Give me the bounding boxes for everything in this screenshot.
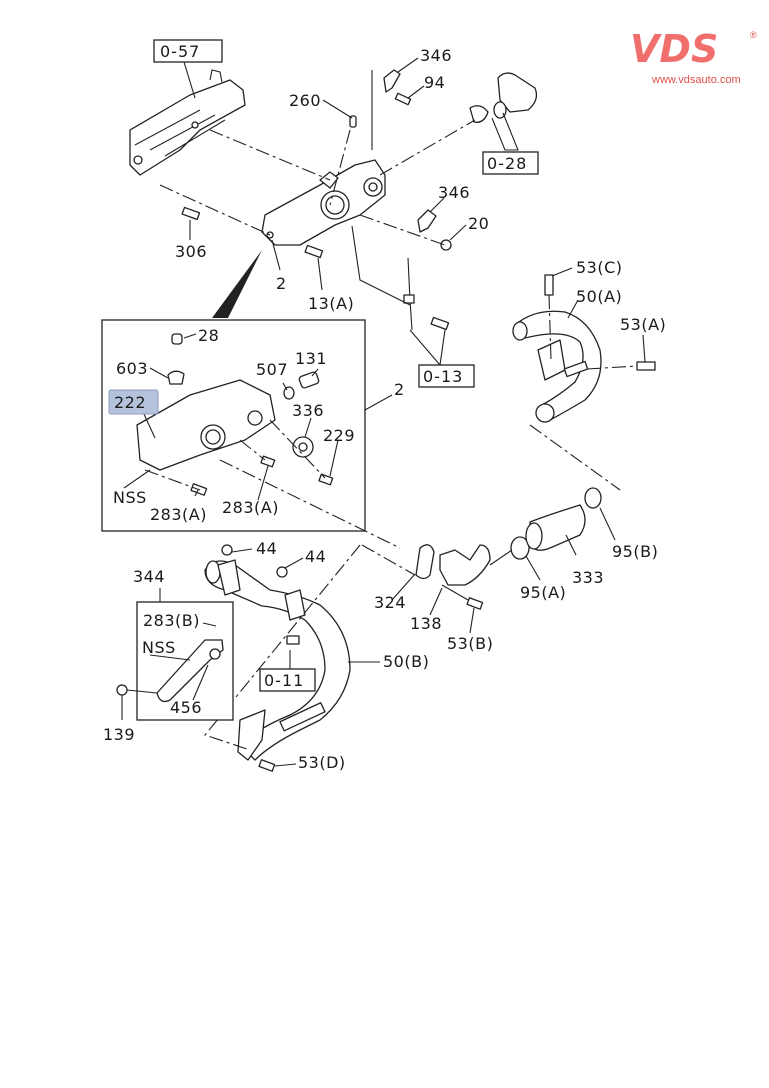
part-label-507[interactable]: 507: [256, 360, 288, 379]
part-label-456[interactable]: 456: [170, 698, 202, 717]
logo-brand: VDS: [630, 27, 718, 71]
part-label-333[interactable]: 333: [572, 568, 604, 587]
part-label-44[interactable]: 44: [305, 547, 326, 566]
throttle-body-drawing: [261, 159, 386, 246]
alignment-lines-top: [159, 70, 476, 306]
elbow-hose-drawing: [415, 487, 602, 610]
part-label-306[interactable]: 306: [175, 242, 207, 261]
bracket-group-box: [136, 601, 234, 721]
pipe-50b-drawing: [204, 544, 416, 772]
part-label-138[interactable]: 138: [410, 614, 442, 633]
part-label-44[interactable]: 44: [256, 539, 277, 558]
part-labels: 346 94 260 346 20 306 2 13(A) 53(C) 50(A…: [103, 46, 666, 772]
reference-box-0-57[interactable]: 0-57: [153, 39, 223, 63]
logo-registered: ®: [750, 30, 757, 40]
detail-box-leader: [364, 394, 393, 411]
part-label-346[interactable]: 346: [420, 46, 452, 65]
hose-drawing: [469, 72, 538, 123]
leader-lines-top: [183, 57, 519, 366]
part-label-139[interactable]: 139: [103, 725, 135, 744]
part-label-229[interactable]: 229: [323, 426, 355, 445]
vds-logo[interactable]: VDS ® www.vdsauto.com: [630, 27, 757, 86]
part-label-603[interactable]: 603: [116, 359, 148, 378]
part-label-nss[interactable]: NSS: [113, 488, 147, 507]
svg-text:0-13: 0-13: [423, 367, 463, 386]
leader-lines-lower: [121, 548, 380, 767]
reference-box-0-13[interactable]: 0-13: [418, 364, 475, 388]
svg-text:0-11: 0-11: [264, 671, 304, 690]
part-label-94[interactable]: 94: [424, 73, 445, 92]
detail-pointer-arrow: [212, 250, 262, 318]
part-label-95b[interactable]: 95(B): [612, 542, 658, 561]
part-label-50b[interactable]: 50(B): [383, 652, 429, 671]
part-label-53c[interactable]: 53(C): [576, 258, 623, 277]
leader-lines-detail: [123, 333, 339, 501]
part-label-50a[interactable]: 50(A): [576, 287, 622, 306]
part-label-95a[interactable]: 95(A): [520, 583, 566, 602]
pipe-50a-drawing: [512, 274, 656, 491]
part-label-260[interactable]: 260: [289, 91, 321, 110]
part-label-324[interactable]: 324: [374, 593, 406, 612]
reference-box-0-28[interactable]: 0-28: [482, 151, 539, 175]
part-label-346[interactable]: 346: [438, 183, 470, 202]
leader-lines-lower-right: [391, 507, 616, 634]
part-label-53d[interactable]: 53(D): [298, 753, 346, 772]
leader-lines-right: [551, 267, 646, 363]
part-label-336[interactable]: 336: [292, 401, 324, 420]
part-label-53a[interactable]: 53(A): [620, 315, 666, 334]
svg-text:222: 222: [114, 393, 146, 412]
cylinder-head-cover-drawing: [129, 69, 246, 176]
part-label-344[interactable]: 344: [133, 567, 165, 586]
logo-url[interactable]: www.vdsauto.com: [651, 74, 741, 86]
svg-text:0-57: 0-57: [160, 42, 200, 61]
svg-text:0-28: 0-28: [487, 154, 527, 173]
part-label-13a[interactable]: 13(A): [308, 294, 354, 313]
part-label-131[interactable]: 131: [295, 349, 327, 368]
part-label-2[interactable]: 2: [394, 380, 405, 399]
reference-box-0-11[interactable]: 0-11: [259, 668, 316, 692]
part-label-20[interactable]: 20: [468, 214, 489, 233]
small-parts-top: [181, 69, 452, 331]
part-label-2[interactable]: 2: [276, 274, 287, 293]
part-label-nss[interactable]: NSS: [142, 638, 176, 657]
detail-box-drawing: [136, 333, 401, 549]
part-label-222-highlighted[interactable]: 222: [108, 389, 159, 415]
part-label-283a[interactable]: 283(A): [150, 505, 207, 524]
bracket-drawing: [116, 639, 224, 703]
part-label-28[interactable]: 28: [198, 326, 219, 345]
part-label-53b[interactable]: 53(B): [447, 634, 493, 653]
part-label-283b[interactable]: 283(B): [143, 611, 200, 630]
part-label-283a[interactable]: 283(A): [222, 498, 279, 517]
